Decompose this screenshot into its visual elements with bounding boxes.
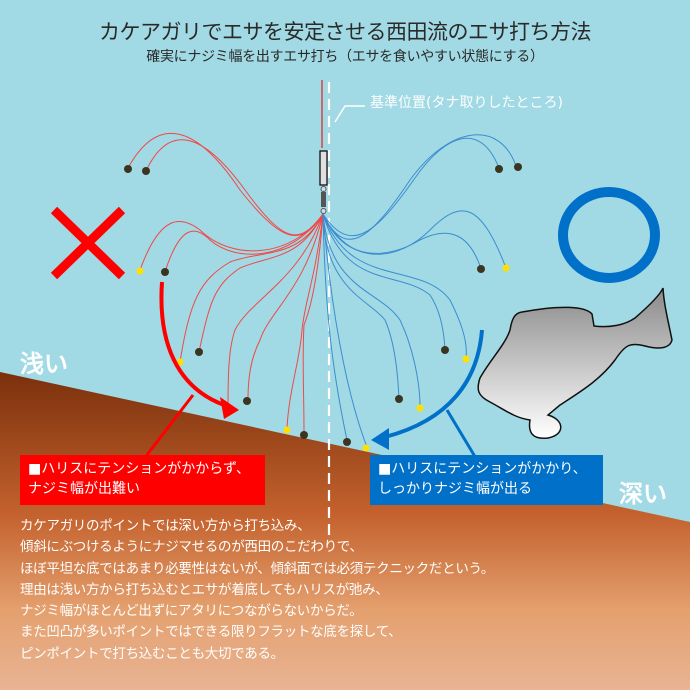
body-line: ナジミ幅がほとんど出ずにアタリにつながらないからだ。 <box>20 603 363 620</box>
body-line: ほぼ平坦な底ではあまり必要性はないが、傾斜面では必須テクニックだという。 <box>20 560 495 577</box>
bait-dots <box>124 163 522 452</box>
shallow-label: 浅い <box>20 350 68 378</box>
good-callout-line1: ■ハリスにテンションがかかり、 <box>378 461 587 477</box>
body-line: また凹凸が多いポイントではできる限りフラットな底を探して、 <box>20 624 402 641</box>
deep-label: 深い <box>619 480 667 508</box>
bad-method-callout: ■ハリスにテンションがかからず、 ナジミ幅が出難い <box>20 455 265 505</box>
body-line: 傾斜にぶつけるようにナジマせるのが西田のこだわりで、 <box>20 539 363 556</box>
page-subtitle: 確実にナジミ幅を出すエサ打ち（エサを食いやすい状態にする） <box>146 49 544 65</box>
seabed-slope <box>0 372 690 690</box>
fish-silhouette-icon <box>477 287 673 440</box>
curved-arrow-icon <box>159 281 231 409</box>
good-method-callout: ■ハリスにテンションがかかり、 しっかりナジミ幅が出る <box>370 455 603 505</box>
float-icon <box>319 150 328 186</box>
circle-mark-icon <box>558 187 660 283</box>
reference-position-label: 基準位置(タナ取りしたところ) <box>370 95 563 111</box>
body-line: ピンポイントで打ち込むことも大切である。 <box>20 645 284 662</box>
good-callout-line2: しっかりナジミ幅が出る <box>378 481 532 497</box>
bad-callout-line1: ■ハリスにテンションがかからず、 <box>28 461 250 477</box>
body-line: カケアガリのポイントでは深い方から打ち込み、 <box>20 518 311 534</box>
explanation-text: カケアガリのポイントでは深い方から打ち込み、 傾斜にぶつけるようにナジマせるのが… <box>20 516 494 665</box>
bad-callout-line2: ナジミ幅が出難い <box>28 481 140 497</box>
page-title: カケアガリでエサを安定させる西田流のエサ打ち方法 <box>99 20 592 44</box>
body-line: 理由は浅い方から打ち込むとエサが着底してもハリスが弛み、 <box>20 581 389 598</box>
cross-mark-icon <box>50 206 126 280</box>
